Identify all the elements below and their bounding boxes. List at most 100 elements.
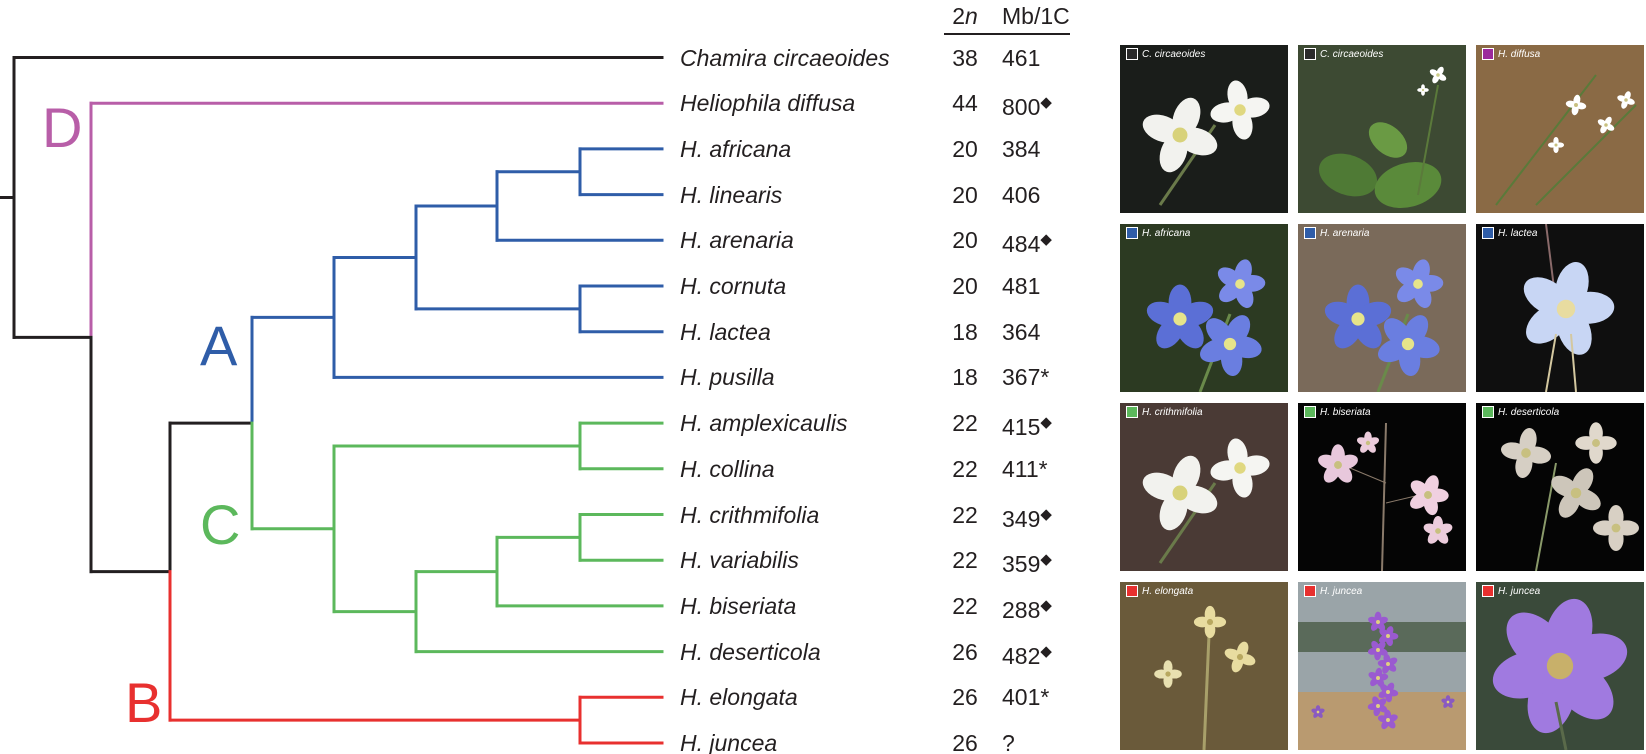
clade-label-b: B — [125, 671, 163, 734]
photo-blue-flowers: H. arenaria — [1298, 224, 1466, 392]
genome-size-value: 367* — [1002, 364, 1050, 391]
genome-size: 481 — [1002, 272, 1040, 300]
chromosome-number: 38 — [952, 44, 978, 71]
genome-size-value: 411* — [1002, 455, 1048, 482]
clade-color-swatch — [1126, 406, 1138, 418]
chromosome-number: 20 — [952, 135, 978, 162]
flower-illustration — [1492, 598, 1628, 750]
clade-color-swatch — [1304, 585, 1316, 597]
flower-illustration — [1523, 224, 1615, 392]
chromosome-number: 44 — [952, 90, 978, 117]
photo-caption: H. juncea — [1304, 585, 1362, 597]
photo-caption: H. biseriata — [1304, 406, 1371, 418]
taxon-name: H. biseriata — [680, 592, 797, 619]
flower-illustration — [1146, 259, 1266, 392]
header-rule — [944, 33, 1070, 35]
photo-caption: H. diffusa — [1482, 48, 1540, 60]
photo-caption: H. arenaria — [1304, 227, 1369, 239]
flower-illustration — [1318, 422, 1453, 571]
clade-label-c: C — [200, 493, 241, 556]
genome-size: 367* — [1002, 363, 1049, 391]
taxon-name: H. pusilla — [680, 364, 775, 391]
chromosome-number: 18 — [952, 318, 978, 345]
photo-leafy-plant: C. circaeoides — [1298, 45, 1466, 213]
photo-blue-flowers: H. africana — [1120, 224, 1288, 392]
photo-species-label: H. africana — [1142, 227, 1191, 239]
taxon-name: H. cornuta — [680, 273, 787, 299]
diamond-marker: ◆ — [1040, 642, 1052, 660]
taxon-name: Heliophila diffusa — [680, 90, 856, 117]
clade-color-swatch — [1482, 585, 1494, 597]
taxon-name: H. crithmifolia — [680, 501, 820, 528]
photo-white-flower: C. circaeoides — [1120, 45, 1288, 213]
taxon-name: H. amplexicaulis — [680, 410, 848, 437]
photo-species-label: H. lactea — [1498, 227, 1538, 239]
genome-size: 482◆ — [1002, 638, 1052, 670]
clade-color-swatch — [1304, 406, 1316, 418]
photo-caption: H. elongata — [1126, 585, 1193, 597]
photo-caption: H. crithmifolia — [1126, 406, 1203, 418]
photo-caption: H. lactea — [1482, 227, 1537, 239]
flower-illustration — [1495, 74, 1637, 206]
photo-species-label: H. juncea — [1320, 585, 1363, 597]
taxon-name: H. deserticola — [680, 638, 821, 665]
diamond-marker: ◆ — [1040, 596, 1052, 614]
clade-color-swatch — [1482, 406, 1494, 418]
genome-size-value: 481 — [1002, 273, 1041, 299]
genome-size-value: 406 — [1002, 181, 1041, 208]
taxon-name: H. africana — [680, 135, 792, 162]
photo-purple-flower: H. juncea — [1476, 582, 1644, 750]
genome-size-value: 401* — [1002, 684, 1050, 711]
photo-species-label: H. biseriata — [1320, 406, 1371, 418]
photo-caption: H. deserticola — [1482, 406, 1559, 418]
photo-pale-blue-flower: H. lactea — [1476, 224, 1644, 392]
genome-size: 415◆ — [1002, 409, 1052, 441]
clade-label-d: D — [42, 96, 83, 159]
genome-size-value: 349 — [1002, 505, 1041, 532]
genome-size: 359◆ — [1002, 546, 1052, 578]
taxon-name: H. lactea — [680, 318, 771, 345]
genome-size-value: 384 — [1002, 135, 1041, 162]
genome-size: 349◆ — [1002, 501, 1052, 533]
photo-caption: C. circaeoides — [1126, 48, 1205, 60]
chromosome-number: 22 — [952, 592, 978, 619]
genome-size-value: 288 — [1002, 596, 1041, 623]
flower-illustration — [1324, 259, 1444, 392]
taxon-name: H. variabilis — [680, 547, 799, 574]
genome-size: ? — [1002, 729, 1015, 754]
genome-size-value: ? — [1002, 730, 1015, 754]
chromosome-number: 22 — [952, 501, 978, 528]
taxon-name: H. linearis — [680, 181, 783, 208]
clade-label-a: A — [200, 314, 238, 377]
photo-white-flower: H. crithmifolia — [1120, 403, 1288, 571]
clade-color-swatch — [1126, 227, 1138, 239]
clade-color-swatch — [1304, 48, 1316, 60]
clade-color-swatch — [1126, 585, 1138, 597]
clade-color-swatch — [1126, 48, 1138, 60]
chromosome-number: 20 — [952, 181, 978, 208]
photo-purple-spike: H. juncea — [1298, 582, 1466, 750]
genome-size: 800◆ — [1002, 89, 1052, 121]
flower-illustration — [1142, 438, 1270, 564]
genome-size: 401* — [1002, 683, 1049, 711]
genome-size: 406 — [1002, 181, 1040, 209]
genome-size-value: 364 — [1002, 318, 1041, 345]
genome-size-value: 461 — [1002, 44, 1041, 71]
photo-species-label: H. deserticola — [1498, 406, 1560, 418]
flower-illustration — [1318, 66, 1447, 209]
chromosome-number: 26 — [952, 684, 978, 711]
photo-yellow-flowers: H. elongata — [1120, 582, 1288, 750]
clade-color-swatch — [1482, 227, 1494, 239]
header-2n: 2n — [952, 3, 978, 29]
genome-size-value: 359 — [1002, 551, 1041, 578]
genome-size: 461 — [1002, 44, 1040, 72]
genome-size: 411* — [1002, 455, 1048, 483]
photo-species-label: H. elongata — [1142, 585, 1194, 597]
photo-caption: H. juncea — [1482, 585, 1540, 597]
photo-caption: H. africana — [1126, 227, 1190, 239]
clade-color-swatch — [1304, 227, 1316, 239]
flower-illustration — [1154, 605, 1256, 750]
taxon-name: H. juncea — [680, 730, 778, 754]
diamond-marker: ◆ — [1040, 414, 1052, 432]
